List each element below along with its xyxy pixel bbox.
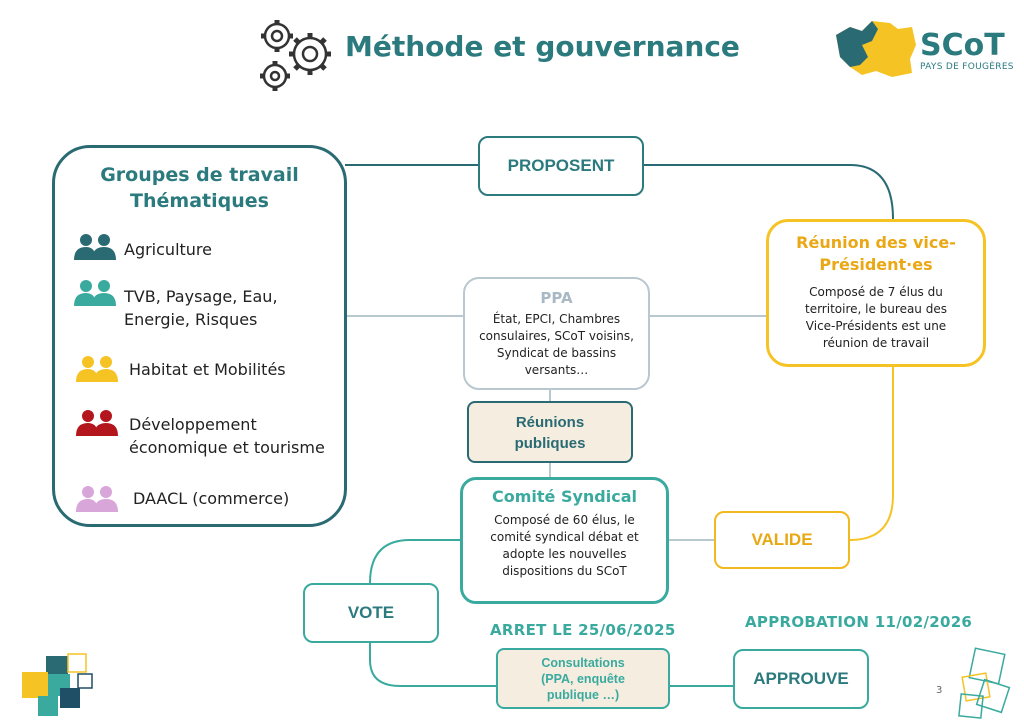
group-agriculture-label: Agriculture (124, 240, 212, 259)
decorative-squares-left (22, 653, 93, 716)
vp-title-line1: Réunion des vice- (796, 233, 956, 252)
ppa-title: PPA (540, 289, 573, 307)
consult-line: (PPA, enquête (541, 672, 625, 686)
comite-description: Composé de 60 élus, le comité syndical d… (463, 512, 666, 580)
vp-title: Réunion des vice- Président·es (769, 232, 983, 276)
line-vote-to-consult (369, 643, 496, 687)
people-icon (76, 356, 118, 382)
brand-subtitle: PAYS DE FOUGÈRES (920, 62, 1014, 72)
people-icon (74, 234, 116, 260)
group-developpement-line1: Développement (129, 415, 257, 434)
page-title: Méthode et gouvernance (345, 30, 740, 63)
ppa-desc-line: versants… (524, 363, 589, 377)
line-vp-to-valide (849, 367, 894, 541)
group-habitat-label: Habitat et Mobilités (129, 360, 286, 379)
page-number: 3 (936, 685, 943, 696)
people-icon (74, 280, 116, 306)
vice-presidents-box: Réunion des vice- Président·es Composé d… (766, 219, 986, 367)
region-map-logo (836, 21, 916, 77)
vote-label: VOTE (303, 583, 439, 643)
vp-title-line2: Président·es (819, 255, 933, 274)
vp-description: Composé de 7 élus du territoire, le bure… (769, 284, 983, 352)
ppa-desc-line: Syndicat de bassins (496, 346, 617, 360)
consultations-box: Consultations (PPA, enquête publique …) (496, 648, 670, 709)
reunions-line1: Réunions (515, 414, 585, 431)
groups-title-line2: Thématiques (130, 190, 269, 212)
people-icon (76, 486, 118, 512)
vp-desc-line: réunion de travail (822, 336, 930, 350)
comite-syndical-box: Comité Syndical Composé de 60 élus, le c… (460, 477, 669, 604)
valide-label: VALIDE (714, 511, 850, 569)
comite-desc-line: dispositions du SCoT (502, 564, 627, 578)
ppa-description: État, EPCI, Chambres consulaires, SCoT v… (465, 311, 648, 379)
line-comite-to-vote (369, 539, 460, 584)
groups-title-line1: Groupes de travail (100, 164, 299, 186)
vp-desc-line: Vice-Présidents est une (805, 319, 947, 333)
vp-desc-line: territoire, le bureau des (805, 302, 947, 316)
group-developpement-line2: économique et tourisme (129, 438, 325, 457)
decorative-squares-right (958, 647, 1011, 719)
ppa-desc-line: État, EPCI, Chambres (492, 312, 621, 326)
comite-desc-line: comité syndical débat et (490, 530, 639, 544)
groups-title: Groupes de travail Thématiques (52, 162, 347, 214)
group-tvb-line2: Energie, Risques (124, 310, 258, 329)
reunions-publiques-box: Réunions publiques (467, 401, 633, 463)
vp-desc-line: Composé de 7 élus du (809, 285, 943, 299)
comite-title: Comité Syndical (491, 487, 637, 506)
group-tvb-label: TVB, Paysage, Eau, Energie, Risques (124, 285, 278, 331)
proposent-label: PROPOSENT (478, 136, 644, 196)
approbation-date: APPROBATION 11/02/2026 (745, 613, 973, 631)
approuve-label: APPROUVE (733, 649, 869, 709)
consult-line: publique …) (546, 688, 620, 702)
groups-box (52, 145, 347, 527)
ppa-box: PPA État, EPCI, Chambres consulaires, SC… (463, 277, 650, 390)
line-proposent-to-vp (644, 164, 894, 220)
people-icon (76, 410, 118, 436)
comite-desc-line: Composé de 60 élus, le (494, 513, 635, 527)
group-daacl-label: DAACL (commerce) (133, 489, 290, 508)
brand-name: SCoT (920, 28, 1005, 63)
gears-icon (260, 20, 331, 91)
consult-line: Consultations (541, 656, 625, 670)
reunions-line2: publiques (514, 435, 586, 452)
ppa-desc-line: consulaires, SCoT voisins, (479, 329, 634, 343)
comite-desc-line: adopte les nouvelles (502, 547, 627, 561)
arret-date: ARRET LE 25/06/2025 (490, 621, 676, 639)
group-developpement-label: Développement économique et tourisme (129, 413, 325, 459)
group-tvb-line1: TVB, Paysage, Eau, (124, 287, 278, 306)
